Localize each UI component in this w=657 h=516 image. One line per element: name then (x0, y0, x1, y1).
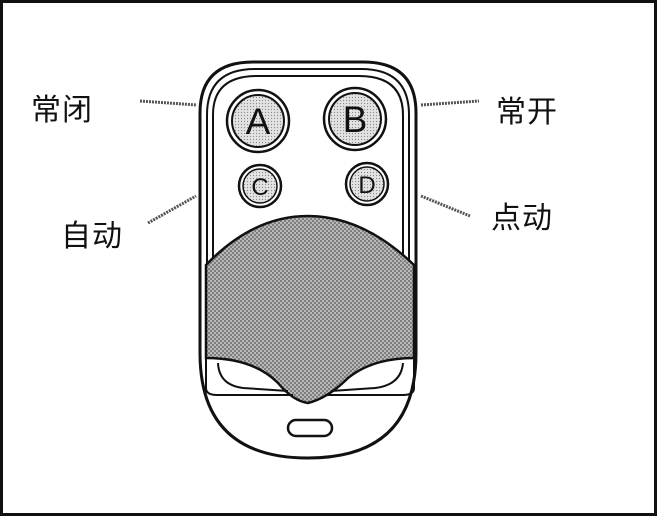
button-b[interactable]: B (322, 86, 388, 152)
leader-line-normally-open (420, 99, 480, 107)
label-momentary: 点动 (491, 201, 553, 236)
label-normally-closed: 常闭 (31, 93, 93, 128)
button-b-label: B (343, 99, 368, 140)
keyring-slot (286, 418, 334, 438)
leader-line-normally-closed (139, 99, 198, 107)
button-c-label: C (251, 174, 268, 201)
speaker-grille (204, 214, 416, 405)
label-auto: 自动 (61, 219, 123, 254)
button-a-label: A (246, 101, 271, 142)
button-a[interactable]: A (225, 88, 291, 154)
button-d[interactable]: D (344, 161, 390, 207)
leader-line-momentary (420, 194, 471, 218)
remote-control-drawing: A B C D (139, 60, 480, 460)
button-c[interactable]: C (237, 163, 283, 209)
label-normally-open: 常开 (496, 95, 558, 130)
button-d-label: D (358, 172, 375, 199)
leader-line-auto (147, 194, 197, 225)
lower-recess (205, 359, 415, 396)
